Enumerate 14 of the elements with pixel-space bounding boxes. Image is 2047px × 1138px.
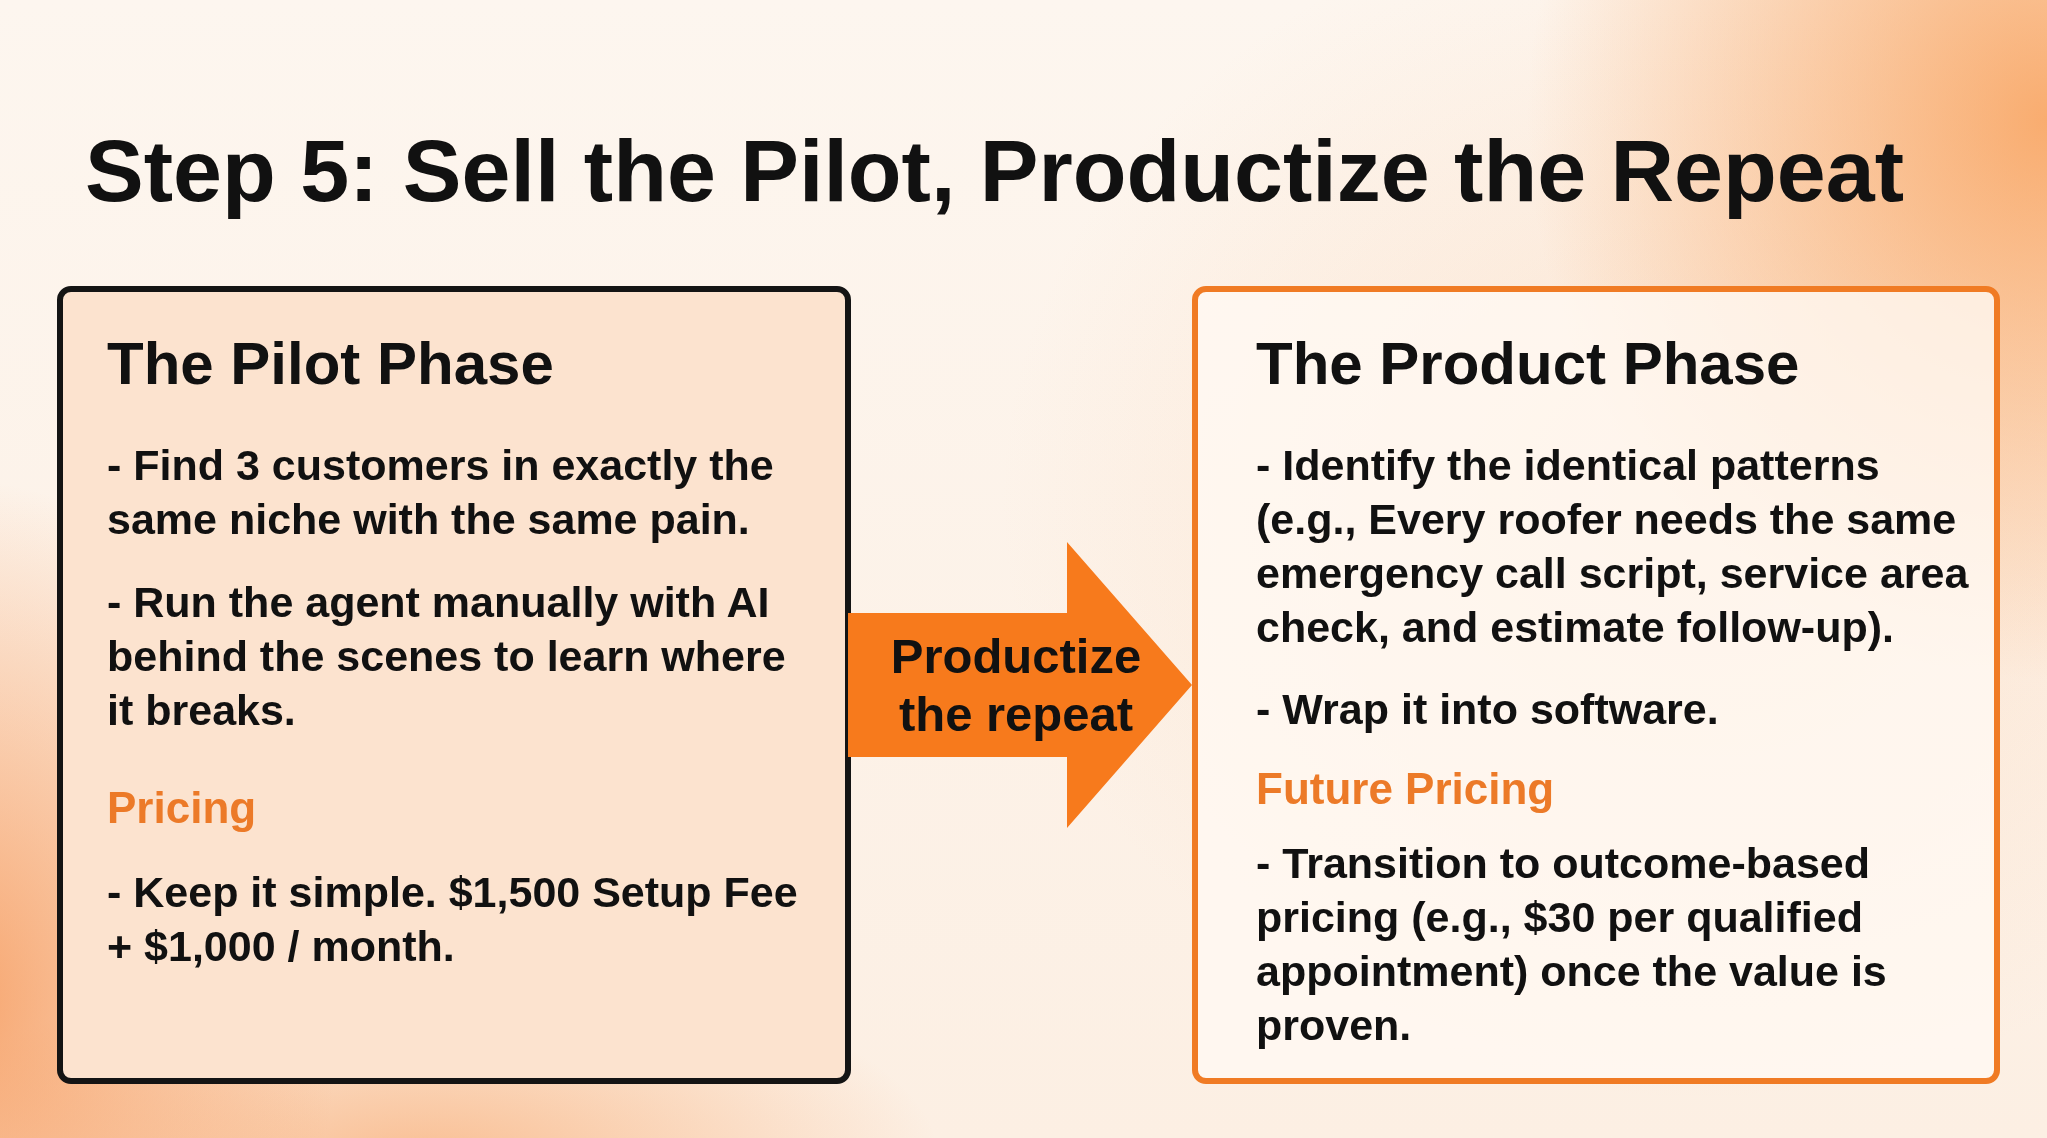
- bullet-text: - Run the agent manually with AI behind the scenes to learn where it breaks.: [107, 577, 787, 736]
- bullet-text: - Keep it simple. $1,500 Setup Fee + $1,000 / month.: [107, 867, 799, 972]
- card-heading: The Product Phase: [1256, 329, 1800, 399]
- phase-card: [1192, 286, 2000, 1084]
- card-heading: The Pilot Phase: [107, 329, 554, 399]
- bullet-text: - Find 3 customers in exactly the same niche with the same pain.: [107, 440, 775, 545]
- section-heading: Pricing: [107, 782, 257, 834]
- section-heading: Future Pricing: [1256, 763, 1555, 815]
- edge-label: Productize the repeat: [889, 628, 1143, 743]
- bullet-text: - Transition to outcome-based pricing (e.g., $30 per qualified appointment) once the value is proven.: [1256, 838, 1888, 1051]
- bullet-text: - Wrap it into software.: [1256, 684, 1719, 735]
- block-arrow: [848, 542, 1192, 828]
- phase-card: [57, 286, 851, 1084]
- bullet-text: - Identify the identical patterns (e.g., Every roofer needs the same emergency call script, service area check, and estimate follow-up).: [1256, 440, 1970, 653]
